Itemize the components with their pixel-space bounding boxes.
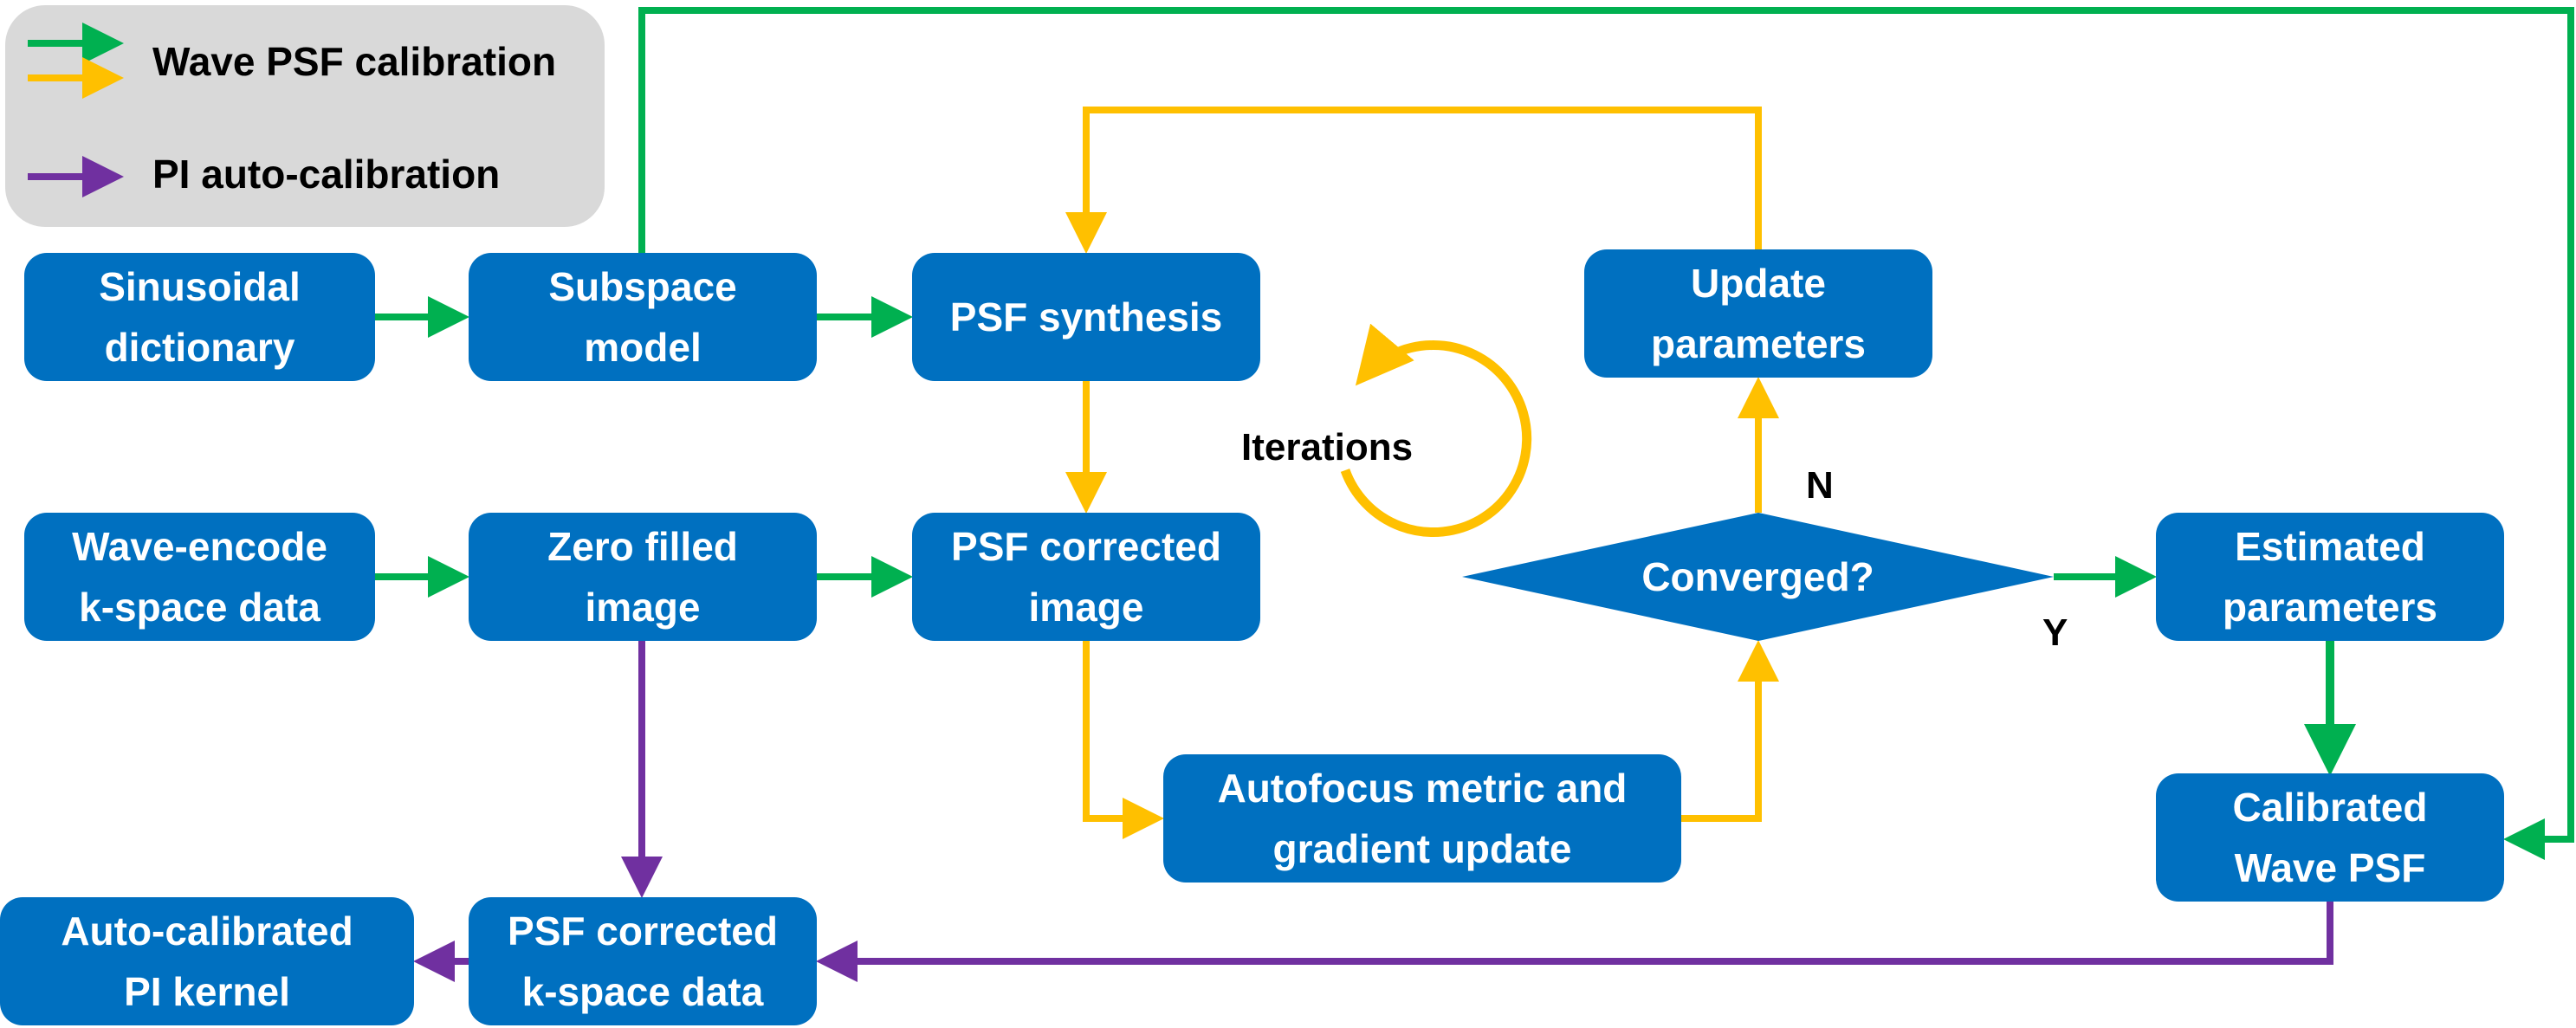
arrow-corrected-to-autofocus xyxy=(1083,641,1164,839)
node-psf-corrected-kspace[interactable]: PSF corrected k-space data xyxy=(469,897,817,1025)
node-label-line: dictionary xyxy=(104,325,295,370)
node-psf-synthesis[interactable]: PSF synthesis xyxy=(912,253,1260,381)
node-label-line: PSF synthesis xyxy=(949,294,1223,339)
node-label-line: Update xyxy=(1691,261,1826,306)
no-branch-label: N xyxy=(1806,464,1834,507)
node-label-line: Subspace xyxy=(548,264,737,309)
iterations-label: Iterations xyxy=(1241,426,1414,469)
node-label-line: image xyxy=(1028,585,1144,630)
node-autofocus-metric[interactable]: Autofocus metric and gradient update xyxy=(1163,754,1681,883)
node-auto-calibrated-pi-kernel[interactable]: Auto-calibrated PI kernel xyxy=(0,897,414,1025)
node-wave-encode-kspace[interactable]: Wave-encode k-space data xyxy=(24,513,375,641)
node-label-line: PSF corrected xyxy=(508,908,778,954)
node-psf-corrected-image[interactable]: PSF corrected image xyxy=(912,513,1260,641)
legend-wave-psf-label: Wave PSF calibration xyxy=(152,39,557,84)
node-estimated-parameters[interactable]: Estimated parameters xyxy=(2156,513,2504,641)
node-label-line: Estimated xyxy=(2235,524,2425,569)
node-label-line: Sinusoidal xyxy=(99,264,301,309)
node-label-line: Zero filled xyxy=(547,524,738,569)
node-label-line: Wave PSF xyxy=(2234,845,2426,890)
node-label-line: PI kernel xyxy=(124,969,290,1014)
converged-decision-diamond xyxy=(1462,513,2054,641)
node-update-parameters[interactable]: Update parameters xyxy=(1584,249,1932,378)
yes-branch-label: Y xyxy=(2042,611,2068,654)
node-label-line: model xyxy=(584,325,702,370)
iterations-loop-icon xyxy=(1340,323,1532,537)
arrow-subspace-to-calibrated-bypass xyxy=(638,7,2574,860)
arrow-calibrated-to-psf-kspace xyxy=(816,902,2333,982)
node-label-line: Auto-calibrated xyxy=(61,908,353,954)
node-label-line: gradient update xyxy=(1272,826,1572,871)
legend-pi-label: PI auto-calibration xyxy=(152,152,501,197)
node-label-line: Autofocus metric and xyxy=(1217,766,1628,811)
node-converged-label[interactable]: Converged? xyxy=(1641,554,1874,599)
arrow-autofocus-to-converged xyxy=(1681,640,1779,822)
node-zero-filled-image[interactable]: Zero filled image xyxy=(469,513,817,641)
node-label-line: k-space data xyxy=(79,585,320,630)
node-label-line: parameters xyxy=(1650,321,1867,366)
node-label-line: image xyxy=(585,585,701,630)
node-sinusoidal-dictionary[interactable]: Sinusoidal dictionary xyxy=(24,253,375,381)
node-subspace-model[interactable]: Subspace model xyxy=(469,253,817,381)
node-label-line: Calibrated xyxy=(2232,785,2428,830)
node-label-line: parameters xyxy=(2222,585,2438,630)
node-label-line: PSF corrected xyxy=(951,524,1221,569)
arrow-update-to-psf-synthesis xyxy=(1065,107,1762,254)
node-label-line: Wave-encode xyxy=(72,524,327,569)
node-label-line: k-space data xyxy=(521,969,764,1014)
